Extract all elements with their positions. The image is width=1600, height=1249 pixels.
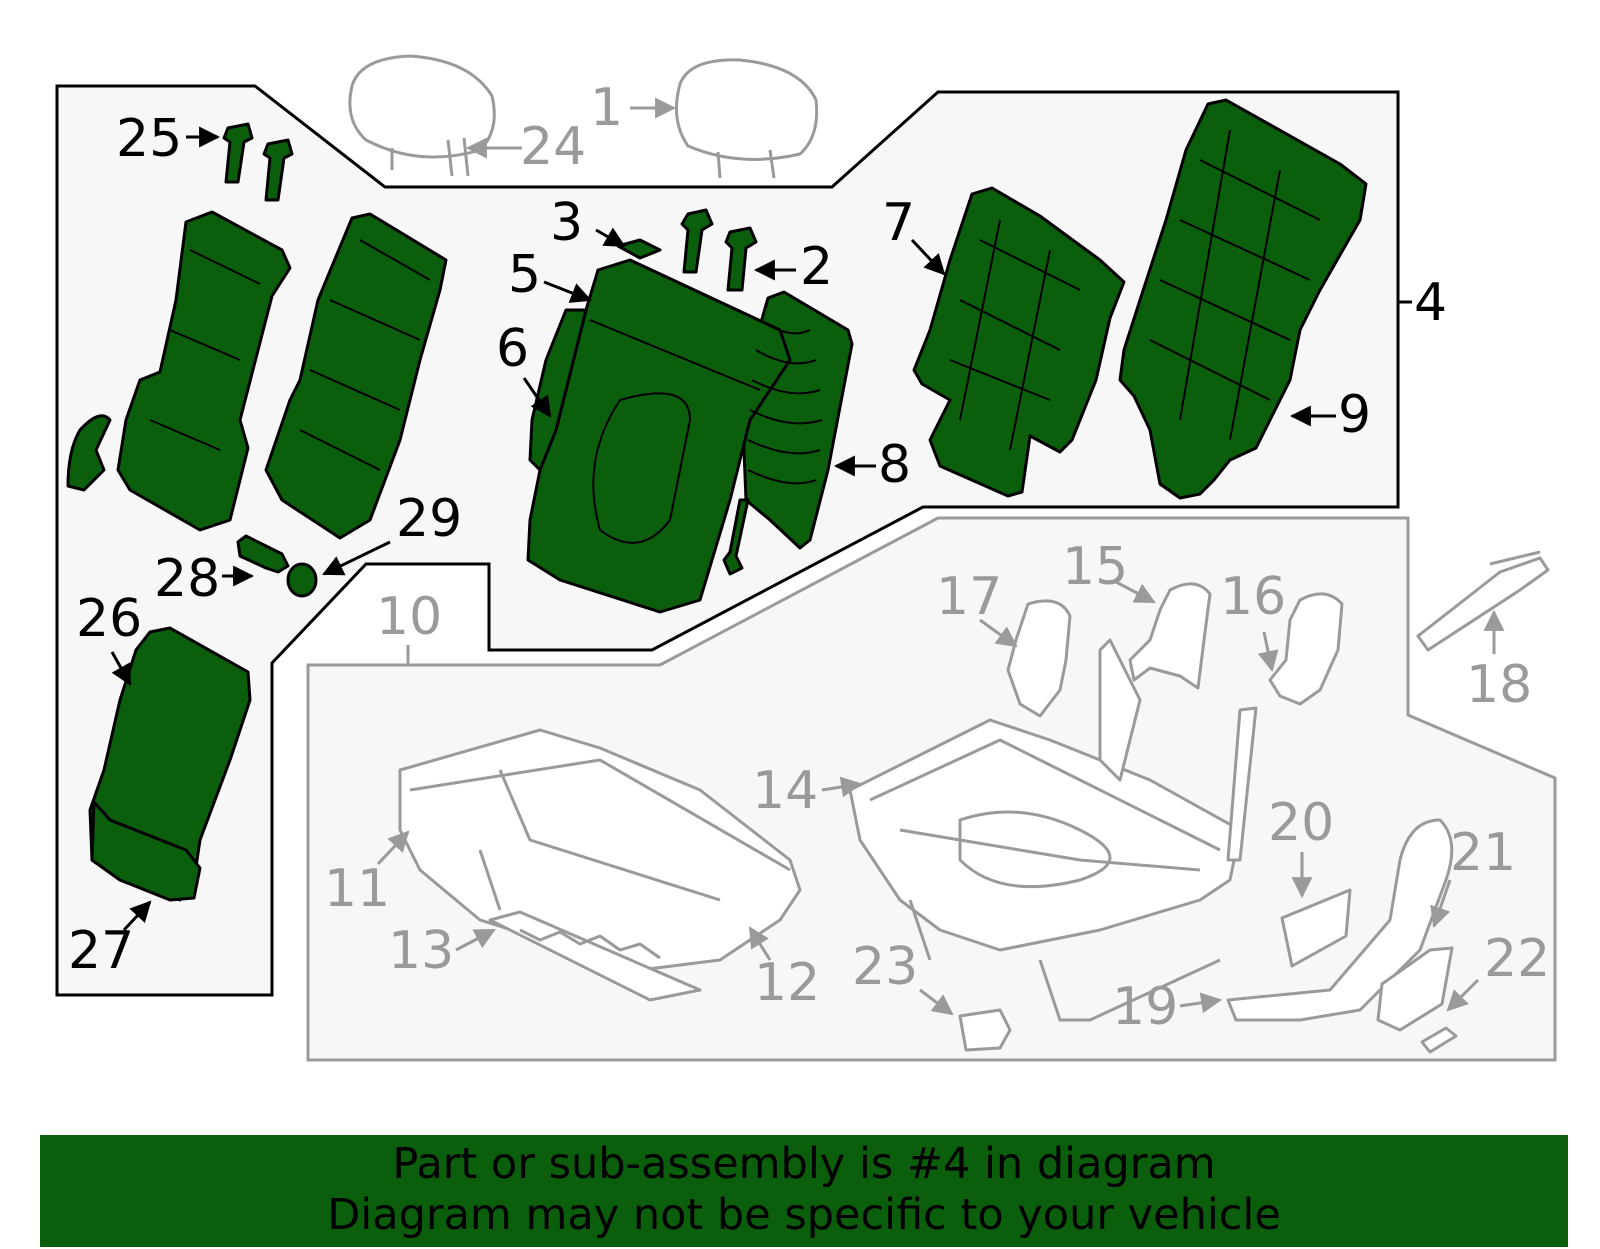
callout-17: 17	[936, 567, 1002, 627]
callout-8: 8	[878, 435, 911, 495]
callout-4: 4	[1414, 273, 1447, 333]
leader-arrows-inactive	[376, 97, 1505, 1016]
part-side-handle	[66, 414, 112, 492]
part-29-plug	[286, 562, 318, 598]
callout-10: 10	[376, 587, 442, 647]
part-3-clip	[616, 238, 662, 260]
callout-29: 29	[396, 489, 462, 549]
part-16-bracket	[1268, 592, 1344, 706]
banner-line-1: Part or sub-assembly is #4 in diagram	[392, 1139, 1216, 1189]
callout-11: 11	[324, 859, 390, 919]
part-13-pad	[488, 910, 702, 1002]
callout-24: 24	[520, 117, 586, 177]
part-17-bracket	[1006, 599, 1072, 718]
callout-22: 22	[1484, 929, 1550, 989]
callout-2: 2	[800, 237, 833, 297]
callout-5: 5	[508, 245, 541, 305]
part-19-side-shield	[1226, 818, 1454, 1022]
part-21-knob	[1376, 946, 1454, 1032]
grey-parts	[348, 54, 1550, 1054]
callout-13: 13	[388, 921, 454, 981]
part-27-trim	[90, 800, 202, 902]
highlighted-parts	[66, 98, 1368, 902]
banner-line-2: Diagram may not be specific to your vehi…	[327, 1190, 1281, 1240]
part-15-bracket	[1128, 582, 1212, 690]
leader-arrows-active	[110, 126, 1412, 932]
part-25-bolt-b	[262, 138, 294, 202]
callout-19: 19	[1112, 977, 1178, 1037]
callout-27: 27	[68, 921, 134, 981]
callout-20: 20	[1268, 793, 1334, 853]
callout-9: 9	[1338, 385, 1371, 445]
callout-3: 3	[550, 193, 583, 253]
part-25-bolt-a	[222, 122, 254, 184]
part-2-bolt-a	[680, 208, 714, 274]
callout-26: 26	[76, 589, 142, 649]
callout-16: 16	[1220, 567, 1286, 627]
part-28-bolt	[236, 534, 290, 574]
part-7-frame	[912, 186, 1126, 498]
callout-14: 14	[752, 761, 818, 821]
part-side-frame	[264, 212, 448, 540]
part-6-side-bolster	[528, 308, 588, 472]
callout-28: 28	[154, 549, 220, 609]
part-14-frame	[848, 718, 1242, 952]
callout-21: 21	[1450, 823, 1516, 883]
callout-6: 6	[496, 319, 529, 379]
part-8-wire	[722, 498, 750, 576]
callout-12: 12	[754, 953, 820, 1013]
part-23-sensor	[958, 1008, 1012, 1052]
part-9-back-panel	[1118, 98, 1368, 500]
callout-labels: 1 2 3 4 5 6 7 8 9 10 11 12 13 14 15 16 1…	[68, 78, 1550, 1037]
info-banner: Part or sub-assembly is #4 in diagram Di…	[40, 1135, 1568, 1247]
callout-1: 1	[590, 78, 623, 138]
callout-15: 15	[1062, 537, 1128, 597]
part-18-rail	[1416, 556, 1550, 652]
part-side-cover	[116, 210, 292, 532]
part-22-button	[1420, 1026, 1458, 1054]
callout-23: 23	[852, 937, 918, 997]
highlighted-detail-lines	[149, 129, 1321, 544]
part-1-headrest	[674, 58, 819, 161]
part-24-headrest	[348, 54, 496, 159]
part-2-bolt-b	[724, 226, 758, 292]
callout-25: 25	[116, 109, 182, 169]
callout-18: 18	[1466, 655, 1532, 715]
part-20-cover	[1280, 888, 1352, 968]
callout-7: 7	[882, 193, 915, 253]
